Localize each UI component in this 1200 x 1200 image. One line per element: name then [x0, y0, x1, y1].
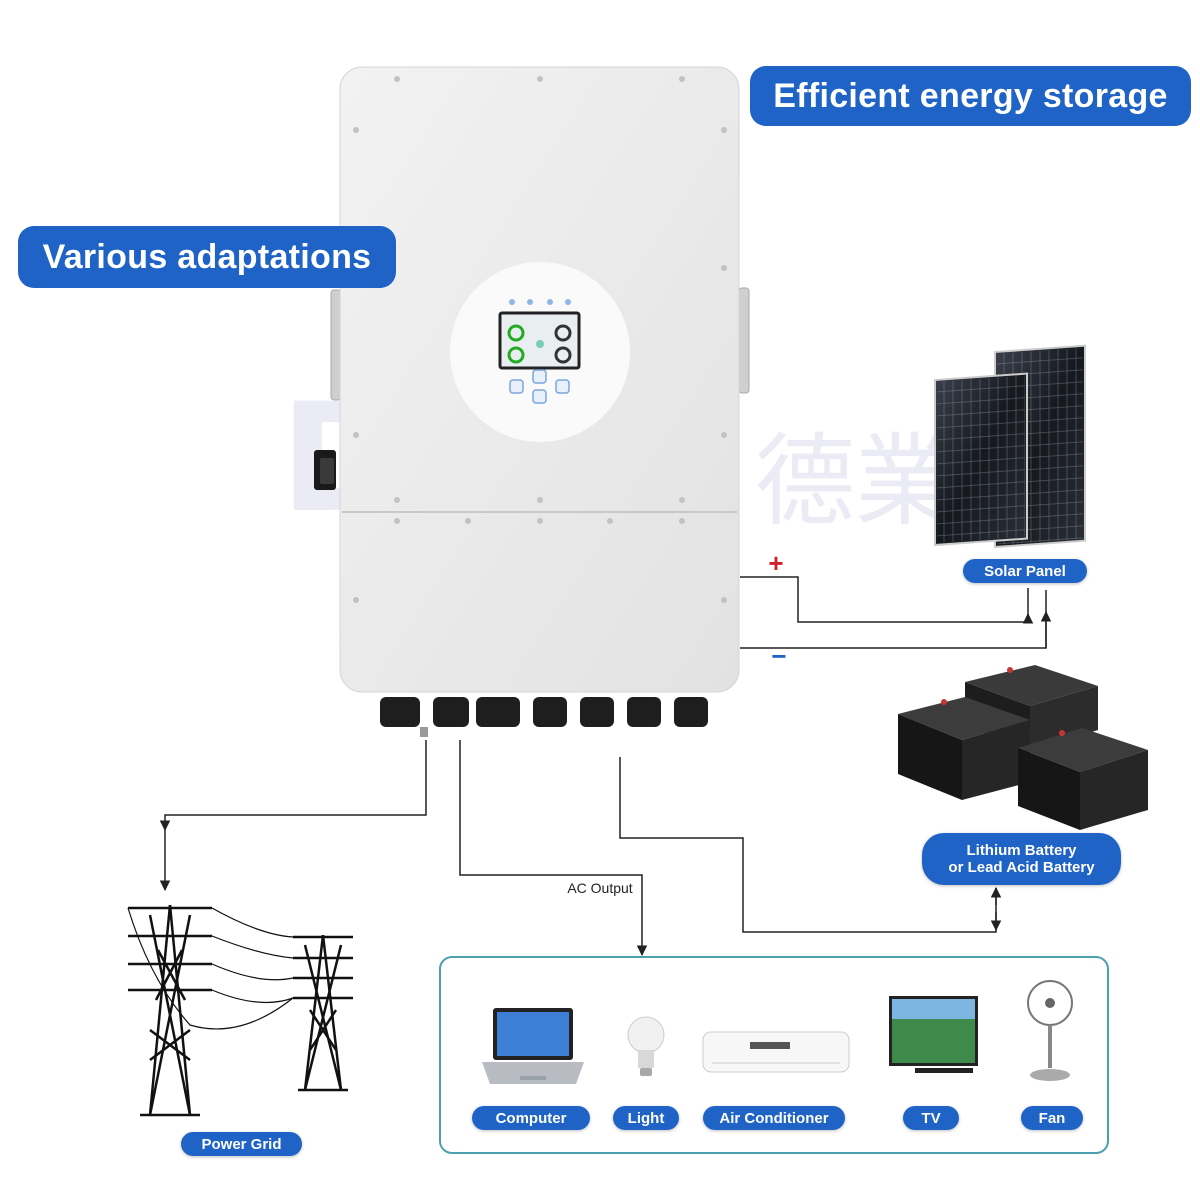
air-conditioner-icon [702, 1031, 850, 1073]
tv-icon [889, 996, 978, 1073]
load-label-light: Light [613, 1106, 679, 1130]
battery-label-line1: Lithium Battery [966, 842, 1077, 859]
load-label-fan: Fan [1021, 1106, 1083, 1130]
power-grid-label: Power Grid [181, 1132, 302, 1156]
light-bulb-icon [627, 1016, 665, 1076]
laptop-icon [482, 1008, 584, 1084]
battery-bank-image [898, 665, 1148, 830]
ac-output-label: AC Output [567, 880, 632, 896]
solar-panel-label: Solar Panel [963, 559, 1087, 583]
fan-icon [1027, 980, 1073, 1081]
battery-label: Lithium Battery or Lead Acid Battery [922, 833, 1121, 885]
solar-panel-image [934, 344, 1086, 549]
positive-polarity-sign: + [768, 548, 783, 578]
various-adaptations-badge: Various adaptations [18, 226, 396, 288]
battery-label-line2: or Lead Acid Battery [948, 859, 1095, 876]
power-grid-towers-image [127, 904, 353, 1117]
wiring-lines [159, 576, 1052, 957]
load-label-air-conditioner: Air Conditioner [703, 1106, 845, 1130]
load-label-tv: TV [903, 1106, 959, 1130]
negative-polarity-sign: − [771, 641, 786, 671]
cable-glands [380, 697, 708, 737]
efficient-energy-storage-badge: Efficient energy storage [750, 66, 1191, 126]
hybrid-inverter [314, 66, 750, 737]
load-label-computer: Computer [472, 1106, 590, 1130]
lcd-screen [498, 311, 581, 370]
